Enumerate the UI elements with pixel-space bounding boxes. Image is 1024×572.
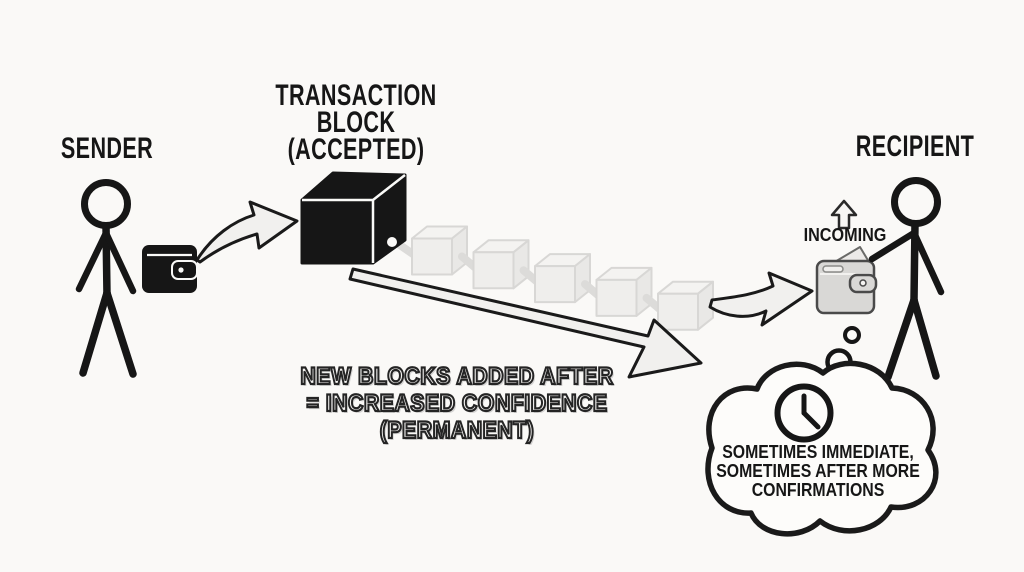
confidence-note-line3: (PERMANENT) xyxy=(379,416,535,445)
recipient-arm-left xyxy=(868,229,918,263)
recipient-figure xyxy=(868,177,945,381)
thought-cloud xyxy=(705,360,939,537)
confidence-arrow-icon xyxy=(348,267,703,379)
recipient-head xyxy=(891,177,941,227)
wallet-body xyxy=(142,245,197,293)
pending-block-cube xyxy=(411,225,468,276)
sender-label: SENDER xyxy=(60,132,154,165)
thought-cloud-text: SOMETIMES IMMEDIATE, SOMETIMES AFTER MOR… xyxy=(712,443,923,500)
cube-face xyxy=(534,265,576,304)
pending-block-cube xyxy=(595,266,653,317)
recipient-arm-right xyxy=(911,231,945,296)
wallet-clasp-dot xyxy=(859,279,867,287)
pending-block-cube xyxy=(534,253,591,304)
block-label-line2: BLOCK xyxy=(316,106,396,139)
cube-face xyxy=(657,292,699,331)
confidence-note-line2: = INCREASED CONFIDENCE xyxy=(305,389,608,418)
recipient-label: RECIPIENT xyxy=(855,130,975,163)
pending-block-cube xyxy=(472,239,530,290)
incoming-arrow-icon xyxy=(830,199,858,230)
wallet-clasp-dot xyxy=(178,267,184,273)
send-arrow-icon xyxy=(195,200,299,264)
pending-blocks-chain xyxy=(390,225,714,331)
pending-block-cube xyxy=(657,280,714,331)
sender-head xyxy=(81,179,131,229)
receive-arrow-icon xyxy=(708,271,814,327)
sender-leg-left xyxy=(79,289,111,377)
recipient-wallet-icon xyxy=(815,246,878,315)
wallet-slot xyxy=(822,265,844,273)
cube-link-notch xyxy=(387,237,397,247)
clock-hour-hand xyxy=(801,410,821,430)
accepted-block-icon xyxy=(300,171,407,265)
recipient-leg-right xyxy=(910,296,940,380)
incoming-label: INCOMING xyxy=(803,225,887,245)
thought-text-line3: CONFIRMATIONS xyxy=(751,480,885,500)
block-label-line1: TRANSACTION xyxy=(275,79,437,112)
wallet-clasp xyxy=(171,260,198,280)
transaction-block-label: TRANSACTION BLOCK (ACCEPTED) xyxy=(262,79,449,166)
sender-wallet-icon xyxy=(142,245,198,293)
sender-leg-right xyxy=(103,289,137,378)
cube-face xyxy=(595,278,638,317)
sender-arm-left xyxy=(75,229,110,293)
clock-icon xyxy=(774,383,834,443)
confidence-note-line1: NEW BLOCKS ADDED AFTER xyxy=(299,362,614,391)
confidence-note: NEW BLOCKS ADDED AFTER = INCREASED CONFI… xyxy=(297,362,617,445)
thought-bubble-small xyxy=(843,326,861,344)
block-label-line3: (ACCEPTED) xyxy=(287,133,425,166)
thought-text-line2: SOMETIMES AFTER MORE xyxy=(716,461,920,481)
recipient-leg-left xyxy=(884,296,918,381)
cube-face xyxy=(472,251,515,290)
cube-edge-highlights xyxy=(302,174,406,263)
sender-figure xyxy=(75,179,137,378)
thought-text-line1: SOMETIMES IMMEDIATE, xyxy=(722,442,914,462)
sender-arm-right xyxy=(102,229,137,295)
cube-face xyxy=(411,237,453,276)
